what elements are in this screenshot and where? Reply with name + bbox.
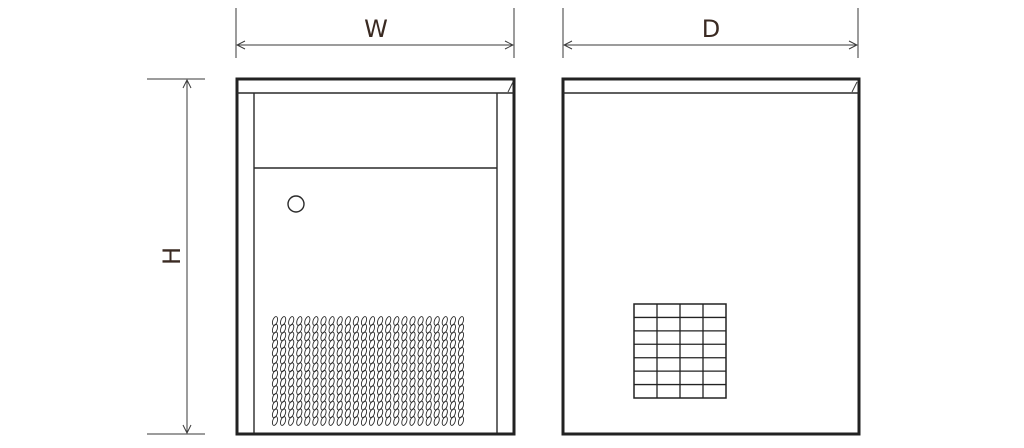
vent-slot bbox=[280, 416, 287, 426]
vent-slot bbox=[433, 416, 440, 426]
width-label: W bbox=[364, 15, 388, 43]
vent-slot bbox=[449, 416, 456, 426]
front-vent-grille bbox=[271, 316, 465, 426]
vent-slot bbox=[304, 416, 311, 426]
front-lock-icon bbox=[287, 195, 305, 213]
vent-slot bbox=[288, 416, 295, 426]
vent-slot bbox=[328, 416, 335, 426]
height-label: H bbox=[158, 247, 186, 265]
depth-label: D bbox=[702, 15, 720, 43]
vent-slot bbox=[344, 416, 351, 426]
side-vent-grille bbox=[633, 303, 727, 399]
side-outer-frame bbox=[561, 77, 861, 436]
vent-slot bbox=[296, 416, 303, 426]
vent-slot bbox=[417, 416, 424, 426]
vent-slot bbox=[457, 416, 465, 426]
side-view bbox=[561, 77, 861, 436]
vent-slot bbox=[393, 416, 400, 426]
vent-slot bbox=[368, 416, 376, 426]
vent-slot bbox=[360, 416, 368, 426]
vent-slot bbox=[441, 416, 448, 426]
side-top-corner-mark bbox=[851, 81, 858, 93]
front-view bbox=[235, 77, 516, 436]
vent-slot bbox=[312, 416, 319, 426]
vent-slot bbox=[425, 416, 432, 426]
height-dimension: H bbox=[147, 78, 205, 435]
vent-slot bbox=[385, 416, 392, 426]
width-dimension: W bbox=[235, 8, 515, 58]
vent-slot bbox=[271, 416, 279, 426]
vent-slot bbox=[320, 416, 327, 426]
vent-slot bbox=[336, 416, 343, 426]
vent-slot bbox=[377, 416, 384, 426]
front-outer-frame bbox=[235, 77, 516, 436]
vent-slot bbox=[352, 416, 359, 426]
front-top-corner-mark bbox=[507, 81, 514, 93]
depth-dimension: D bbox=[562, 8, 859, 58]
vent-slot bbox=[401, 416, 408, 426]
vent-slot bbox=[409, 416, 416, 426]
